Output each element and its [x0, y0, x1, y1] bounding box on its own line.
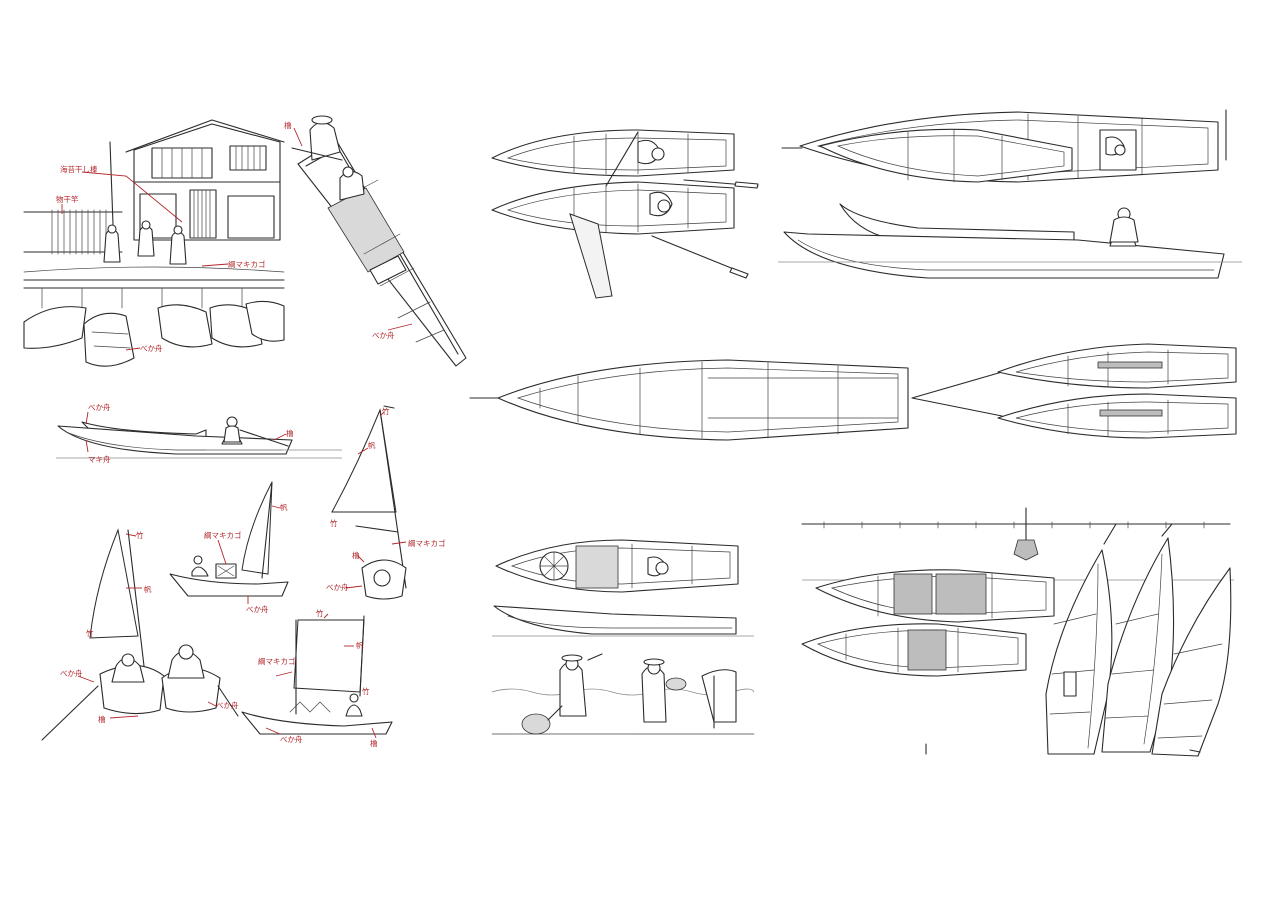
label-maki-boat: マキ舟 [88, 454, 111, 464]
hanging-boats-drawing [801, 507, 1234, 757]
label-oar-4: 櫓 [98, 714, 106, 724]
towing-boats-panel [468, 338, 1242, 454]
side-view-rower-panel: べか舟 マキ舟 櫓 [56, 400, 342, 470]
label-beka-boat-6: べか舟 [60, 668, 83, 678]
diagonal-boat-drawing: 櫓 べか舟 [284, 115, 467, 367]
clam-fishing-panel [491, 536, 755, 740]
twin-boats-drawing [491, 129, 759, 299]
label-sail-3: 帆 [144, 584, 152, 594]
label-beka-boat-3: べか舟 [88, 402, 111, 412]
label-sail: 帆 [368, 440, 376, 450]
harbor-scene-panel: 海苔干し棒 物干竿 綱マキカゴ べか舟 [22, 112, 285, 370]
small-sailboat-panel: 綱マキカゴ 帆 べか舟 [168, 478, 298, 614]
label-beka-boat-5: べか舟 [246, 604, 269, 614]
nested-boats-panel [778, 100, 1242, 296]
label-drying-pole: 物干竿 [56, 194, 79, 204]
diagonal-loaded-boat-panel: 櫓 べか舟 [280, 108, 470, 370]
label-sail-4: 帆 [356, 640, 364, 650]
label-bamboo: 竹 [382, 406, 390, 416]
sail-fishermen-panel: 竹 帆 竹 べか舟 櫓 べか舟 [38, 526, 246, 744]
nested-boats-drawing [778, 109, 1242, 279]
label-net-basket-4: 綱マキカゴ [258, 656, 296, 666]
label-bamboo-4: 竹 [86, 628, 94, 638]
label-net-basket: 綱マキカゴ [228, 259, 266, 269]
label-beka-boat-7: べか舟 [216, 700, 239, 710]
front-sailboat-drawing: 竹 帆 竹 綱マキカゴ 櫓 べか舟 [326, 405, 446, 600]
label-beka-boat-4: べか舟 [326, 582, 349, 592]
small-sailboat-drawing: 綱マキカゴ 帆 べか舟 [169, 481, 289, 614]
label-oar-3: 櫓 [352, 550, 360, 560]
label-sail-2: 帆 [280, 502, 288, 512]
hanging-boats-panel [798, 504, 1234, 760]
label-net-basket-3: 綱マキカゴ [204, 530, 242, 540]
sail-fishermen-drawing: 竹 帆 竹 べか舟 櫓 べか舟 [41, 528, 239, 741]
front-sailboat-panel: 竹 帆 竹 綱マキカゴ 櫓 べか舟 [322, 402, 446, 602]
towing-boats-drawing [469, 343, 1237, 441]
label-oar-2: 櫓 [286, 428, 294, 438]
label-nori-drying-pole: 海苔干し棒 [60, 164, 98, 174]
label-oar-5: 櫓 [370, 738, 378, 748]
label-beka-boat-2: べか舟 [372, 330, 395, 340]
label-beka-boat: べか舟 [140, 343, 163, 353]
label-bamboo-6: 竹 [362, 686, 370, 696]
side-sailboat-panel: 竹 帆 綱マキカゴ 竹 べか舟 櫓 [240, 608, 400, 748]
label-beka-boat-8: べか舟 [280, 734, 303, 744]
label-bamboo-5: 竹 [316, 608, 324, 618]
label-net-basket-2: 綱マキカゴ [408, 538, 446, 548]
side-sailboat-drawing: 竹 帆 綱マキカゴ 竹 べか舟 櫓 [241, 608, 393, 748]
harbor-scene-drawing: 海苔干し棒 物干竿 綱マキカゴ べか舟 [23, 119, 285, 367]
label-bamboo-2: 竹 [330, 518, 338, 528]
side-view-rower-drawing: べか舟 マキ舟 櫓 [56, 402, 342, 464]
label-oar: 櫓 [284, 120, 292, 130]
clam-fishing-drawing [491, 539, 755, 735]
twin-boats-top-view-panel [488, 124, 764, 302]
label-bamboo-3: 竹 [136, 530, 144, 540]
